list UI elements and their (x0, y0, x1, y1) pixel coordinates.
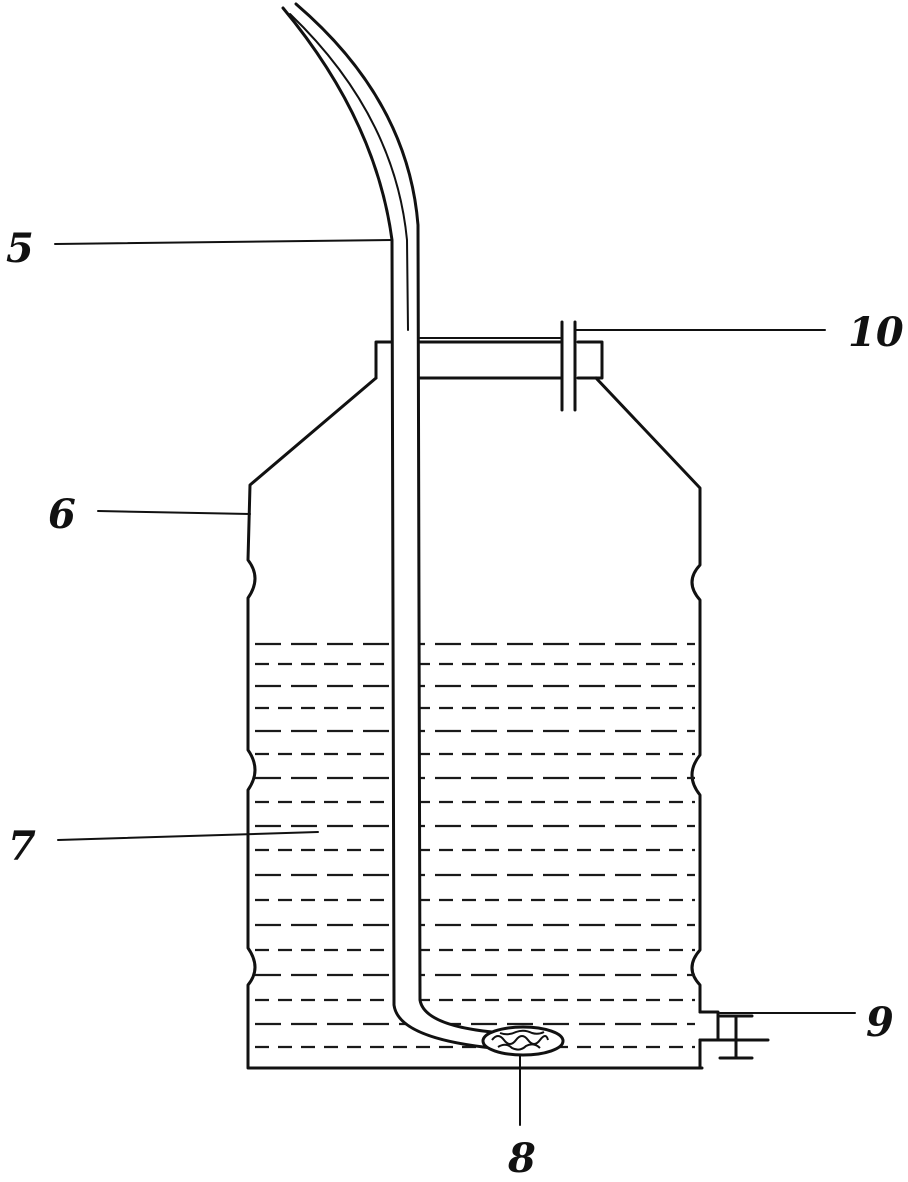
neck-left-cap (374, 340, 400, 380)
liquid (255, 642, 695, 1049)
tap-spout (698, 1010, 720, 1042)
bottle-neck (374, 340, 604, 380)
label-bottle: 6 (48, 491, 76, 538)
bottle-left-wall (246, 376, 704, 1070)
tube (281, 2, 494, 1050)
labels: 5 6 7 8 9 10 (6, 225, 904, 1182)
air-stone (481, 1025, 565, 1057)
leader-line-liquid (57, 831, 319, 841)
valve (560, 320, 577, 412)
tube-outer-wall (281, 6, 494, 1050)
tube-inner-wall (294, 2, 494, 1034)
air-stone-texture (491, 1029, 549, 1051)
label-liquid: 7 (8, 823, 36, 870)
leader-lines (54, 239, 856, 1126)
bottle-right-wall (594, 376, 702, 1014)
label-stone: 8 (507, 1135, 536, 1182)
bottle (246, 376, 704, 1070)
leader-line-bottle (97, 510, 251, 515)
label-valve: 10 (848, 309, 904, 356)
neck-right-cap (576, 340, 604, 380)
tap (698, 1010, 770, 1060)
label-tube: 5 (6, 225, 34, 272)
tube-centre-line (289, 13, 409, 331)
label-tap: 9 (866, 999, 894, 1046)
leader-line-tube (54, 239, 393, 245)
tube-mask (283, 4, 492, 1048)
